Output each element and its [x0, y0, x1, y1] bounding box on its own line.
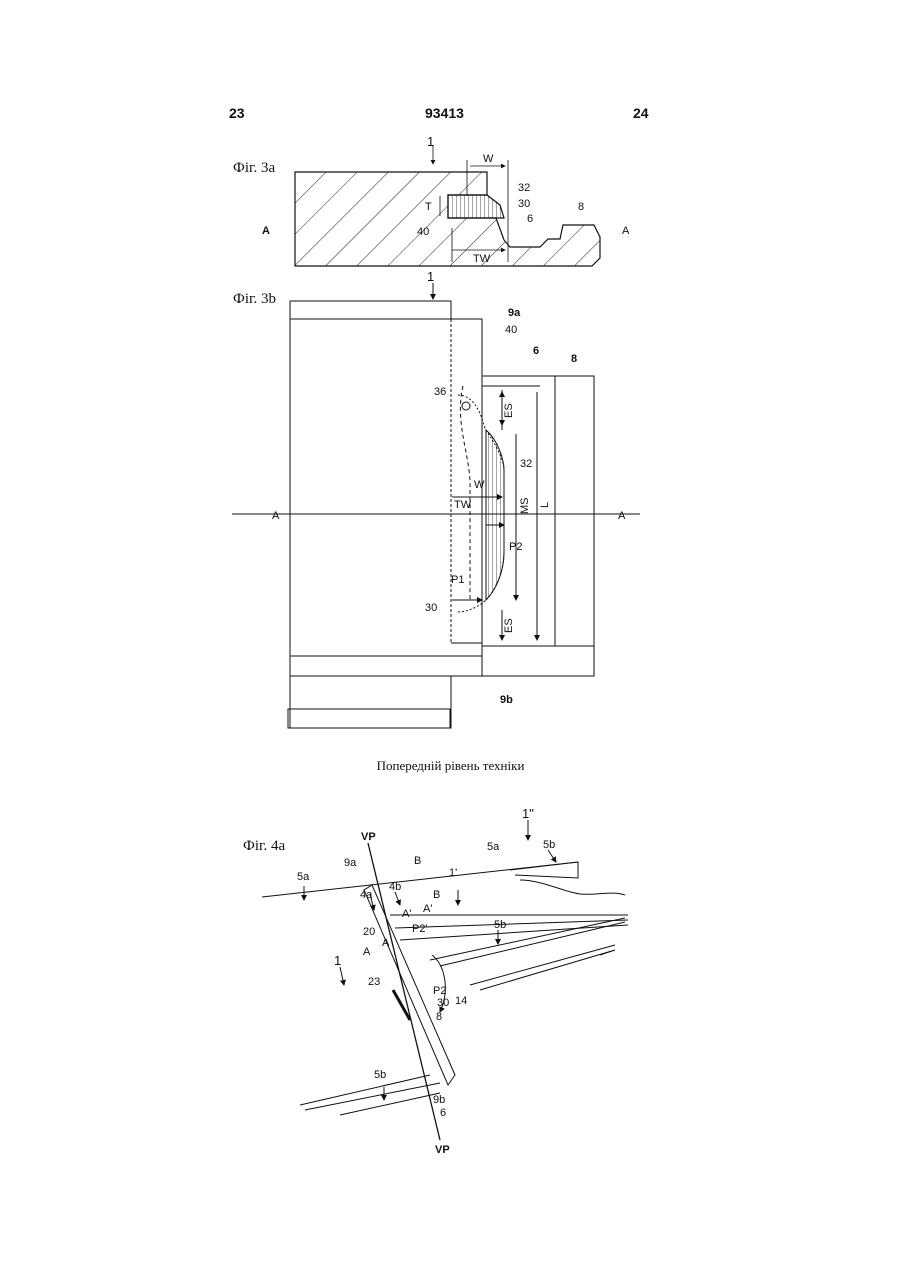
fig3b-ref-P1: P1 [451, 574, 464, 586]
fig4a-ref-A-prime-1: A' [423, 903, 432, 915]
fig4a-ref-A2: A [363, 946, 371, 958]
fig3b-ref-ES-bottom: ES [503, 618, 515, 633]
fig3a-ref-T: T [425, 201, 432, 213]
fig3b-drawing [232, 283, 640, 728]
fig3b-ref-MS: MS [519, 498, 531, 515]
fig4a-ref-B2: B [433, 889, 440, 901]
fig3b-ref-8: 8 [571, 353, 577, 365]
fig3b-ref-P2: P2 [509, 541, 522, 553]
fig4a-ref-9b: 9b [433, 1094, 445, 1106]
fig4a-ref-5a-right: 5a [487, 841, 500, 853]
fig4a-ref-30: 30 [437, 997, 449, 1009]
fig3a-drawing [295, 146, 600, 266]
fig3b-ref-6: 6 [533, 345, 539, 357]
fig3a-ref-32: 32 [518, 182, 530, 194]
fig3a-ref-40: 40 [417, 226, 429, 238]
fig4a-ref-A1: A [382, 937, 390, 949]
fig3b-ref-36: 36 [434, 386, 446, 398]
fig3a-ref-8: 8 [578, 201, 584, 213]
fig4a-ref-P2-prime: P2' [412, 923, 428, 935]
fig4a-ref-5a-left: 5a [297, 871, 310, 883]
fig3b-ref-32: 32 [520, 458, 532, 470]
fig3b-ref-9a: 9a [508, 307, 521, 319]
fig3a-ref-A-right: A [622, 225, 630, 237]
fig4a-ref-23: 23 [368, 976, 380, 988]
fig3b-ref-9b: 9b [500, 694, 513, 706]
fig3a-ref-30: 30 [518, 198, 530, 210]
fig3b-ref-L: L [539, 502, 551, 508]
fig4a-ref-4b: 4b [389, 881, 401, 893]
fig4a-ref-8: 8 [436, 1011, 442, 1023]
fig4a-ref-A-prime-2: A' [402, 908, 411, 920]
fig4a-ref-5b-mid: 5b [494, 919, 506, 931]
fig4a-ref-6: 6 [440, 1107, 446, 1119]
fig4a-ref-14: 14 [455, 995, 467, 1007]
fig4a-ref-5b-bottom: 5b [374, 1069, 386, 1081]
fig3b-ref-TW: TW [454, 499, 472, 511]
fig3b-reference-labels: 1 9a 40 6 8 36 ES 32 W TW MS L A A P2 P1… [272, 269, 626, 706]
fig4a-ref-4a: 4a [360, 889, 373, 901]
fig4a-ref-1-prime: 1' [449, 867, 457, 879]
fig4a-ref-20: 20 [363, 926, 375, 938]
fig4a-ref-9a: 9a [344, 857, 357, 869]
fig3b-ref-A-right: A [618, 510, 626, 522]
fig4a-ref-VP-bottom: VP [435, 1144, 450, 1156]
fig4a-ref-1-double-prime: 1" [522, 806, 534, 821]
fig3a-ref-TW: TW [473, 253, 491, 265]
fig4a-ref-B1: B [414, 855, 421, 867]
fig3b-ref-1: 1 [427, 269, 434, 284]
fig3a-ref-W: W [483, 153, 494, 165]
fig3b-ref-W: W [474, 479, 485, 491]
fig3b-ref-A-left: A [272, 510, 280, 522]
fig4a-drawing [262, 820, 628, 1140]
fig4a-ref-VP-top: VP [361, 831, 376, 843]
fig4a-ref-P2: P2 [433, 985, 446, 997]
fig4a-ref-1: 1 [334, 953, 341, 968]
fig3a-ref-6: 6 [527, 213, 533, 225]
fig3a-ref-A-left: A [262, 225, 270, 237]
fig3b-ref-ES-top: ES [503, 403, 515, 418]
fig3b-ref-30: 30 [425, 602, 437, 614]
fig3b-ref-40: 40 [505, 324, 517, 336]
fig4a-ref-5b-top: 5b [543, 839, 555, 851]
fig3a-ref-1: 1 [427, 134, 434, 149]
